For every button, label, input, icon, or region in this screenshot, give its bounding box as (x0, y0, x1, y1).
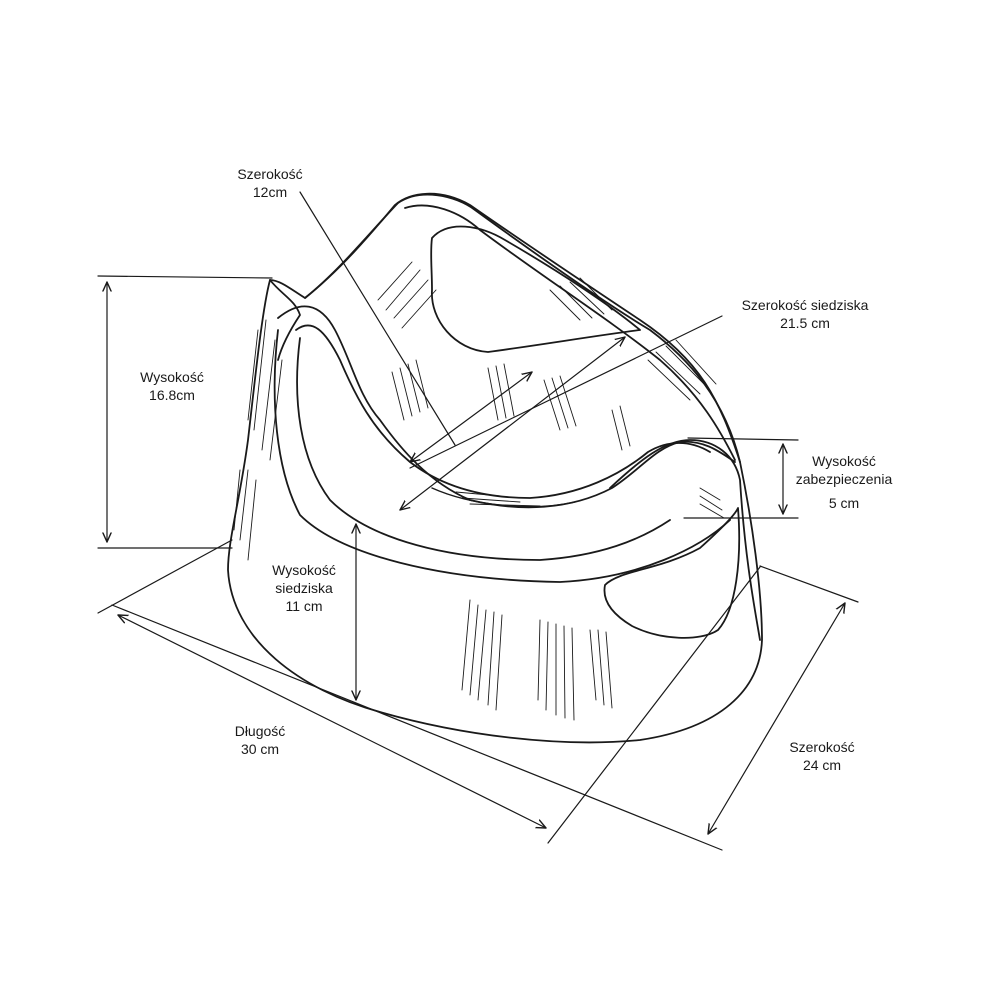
base-width-title: Szerokość (789, 739, 855, 755)
base-width-value: 24 cm (802, 757, 842, 773)
length-arrow (118, 615, 546, 828)
total-height-title: Wysokość (140, 369, 204, 385)
top-width-value: 12cm (252, 184, 288, 200)
seat-rim-outer (277, 305, 736, 509)
seat-width-title: Szerokość siedziska (741, 297, 869, 313)
left-wing (269, 279, 301, 361)
seat-height-value: 11 cm (285, 598, 323, 614)
bowl-front-rim (273, 329, 731, 583)
dimension-lines (97, 191, 859, 851)
guard-height-label: Wysokość zabezpieczenia 5 cm (790, 452, 898, 512)
splash-guard (609, 439, 761, 641)
top-width-leader (299, 191, 456, 446)
seat-width-leader (409, 315, 723, 469)
seat-height-title-2: siedziska (275, 580, 333, 596)
top-width-label: Szerokość 12cm (222, 165, 318, 201)
backrest-inner-contour (404, 204, 736, 461)
base-width-arrow (708, 603, 845, 834)
potty-body (227, 192, 763, 744)
inner-bowl (296, 337, 671, 561)
seat-width-arrow-2 (410, 372, 532, 462)
length-ext-bottom (111, 604, 723, 851)
outer-shell-outline (227, 192, 763, 744)
length-value: 30 cm (240, 741, 280, 757)
backrest-top-edge (304, 193, 741, 463)
guard-height-ext-top (687, 437, 799, 441)
base-width-ext (759, 565, 859, 603)
backrest-inner-hole (430, 225, 641, 353)
top-width-title: Szerokość (237, 166, 303, 182)
base-width-label: Szerokość 24 cm (774, 738, 870, 774)
total-height-value: 16.8cm (149, 387, 195, 403)
total-height-ext-top (97, 275, 273, 279)
seat-height-title-1: Wysokość (272, 562, 336, 578)
seat-height-label: Wysokość siedziska 11 cm (256, 561, 352, 615)
length-label: Długość 30 cm (212, 722, 308, 758)
guard-height-title-1: Wysokość (812, 453, 876, 469)
length-title: Długość (234, 723, 286, 739)
total-height-label: Wysokość 16.8cm (124, 368, 220, 404)
length-ext-left (97, 539, 233, 614)
seat-width-value: 21.5 cm (780, 315, 830, 331)
handle-hole (603, 507, 741, 639)
seat-width-label: Szerokość siedziska 21.5 cm (720, 296, 890, 332)
guard-height-value: 5 cm (828, 495, 860, 511)
guard-height-title-2: zabezpieczenia (795, 471, 893, 487)
